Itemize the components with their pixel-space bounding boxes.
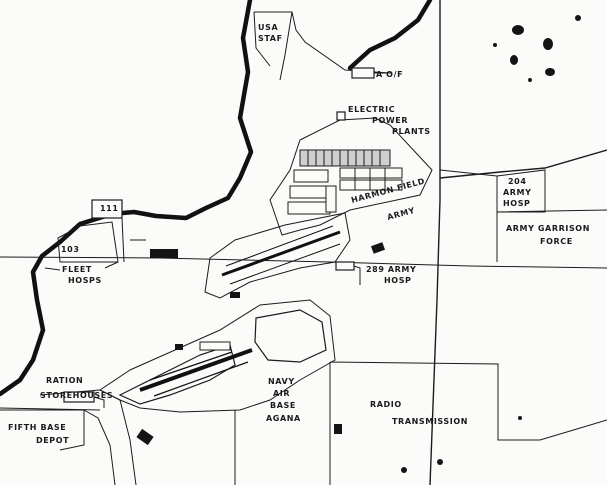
label-power: POWER — [372, 116, 408, 125]
label-a-of: A O/F — [376, 70, 403, 79]
road-ne-spur — [439, 169, 498, 177]
a-of-building — [351, 67, 375, 79]
label-navy: NAVY — [268, 377, 295, 386]
lower-region-boundaries — [0, 361, 607, 485]
radio-dot-1 — [401, 467, 407, 473]
label-289-hosp: HOSP — [384, 276, 412, 285]
vegetation-patches — [493, 15, 581, 82]
label-electric: ELECTRIC — [348, 105, 395, 114]
harmon-field-airstrip — [204, 212, 386, 299]
coastline — [0, 0, 254, 397]
hosp-289-building — [335, 261, 355, 271]
usa-staf-area — [253, 11, 391, 81]
ration-storehouses-buildings — [63, 391, 154, 446]
label-storehouses: STOREHOUSES — [40, 391, 113, 400]
power-plant-marker — [336, 111, 346, 121]
label-ration: RATION — [46, 376, 83, 385]
label-radio: RADIO — [370, 400, 402, 409]
label-204: 204 — [508, 177, 527, 186]
label-289-army: 289 ARMY — [366, 265, 416, 274]
fleet-hosps-buildings — [44, 199, 178, 271]
label-army-garrison: ARMY GARRISON — [506, 224, 590, 233]
label-depot: DEPOT — [36, 436, 69, 445]
label-usa-staf-line2: STAF — [258, 34, 283, 43]
label-transmission: TRANSMISSION — [392, 417, 468, 426]
navy-air-base-area — [99, 299, 336, 413]
label-fifth-base: FIFTH BASE — [8, 423, 66, 432]
fifth-base-depot-boundary — [0, 409, 116, 485]
label-hosps: HOSPS — [68, 276, 102, 285]
road-north-south — [429, 0, 441, 485]
road-northeast — [439, 149, 607, 179]
label-base: BASE — [270, 401, 296, 410]
power-plant-boundary — [269, 117, 433, 236]
army-hosp-204-boundary — [496, 169, 546, 213]
label-bldg-111: 111 — [100, 204, 119, 213]
label-204-hosp: HOSP — [503, 199, 531, 208]
label-204-army: ARMY — [503, 188, 532, 197]
label-agana: AGANA — [266, 414, 301, 423]
label-bldg-103: 103 — [61, 245, 80, 254]
label-fleet: FLEET — [62, 265, 92, 274]
sea-area — [0, 0, 246, 392]
barracks-rows — [287, 149, 403, 215]
radio-dot-3 — [518, 416, 522, 420]
label-force: FORCE — [540, 237, 573, 246]
radio-dot-2 — [437, 459, 443, 465]
coastline-north — [347, 0, 433, 71]
radio-marker — [334, 424, 342, 434]
army-garrison-boundary — [496, 209, 607, 262]
label-air: AIR — [273, 389, 290, 398]
road-east-west — [0, 256, 607, 269]
label-usa-staf-line1: USA — [258, 23, 278, 32]
label-plants: PLANTS — [392, 127, 431, 136]
label-harmon-army: ARMY — [386, 206, 416, 222]
hosp-289-leader — [353, 265, 361, 285]
